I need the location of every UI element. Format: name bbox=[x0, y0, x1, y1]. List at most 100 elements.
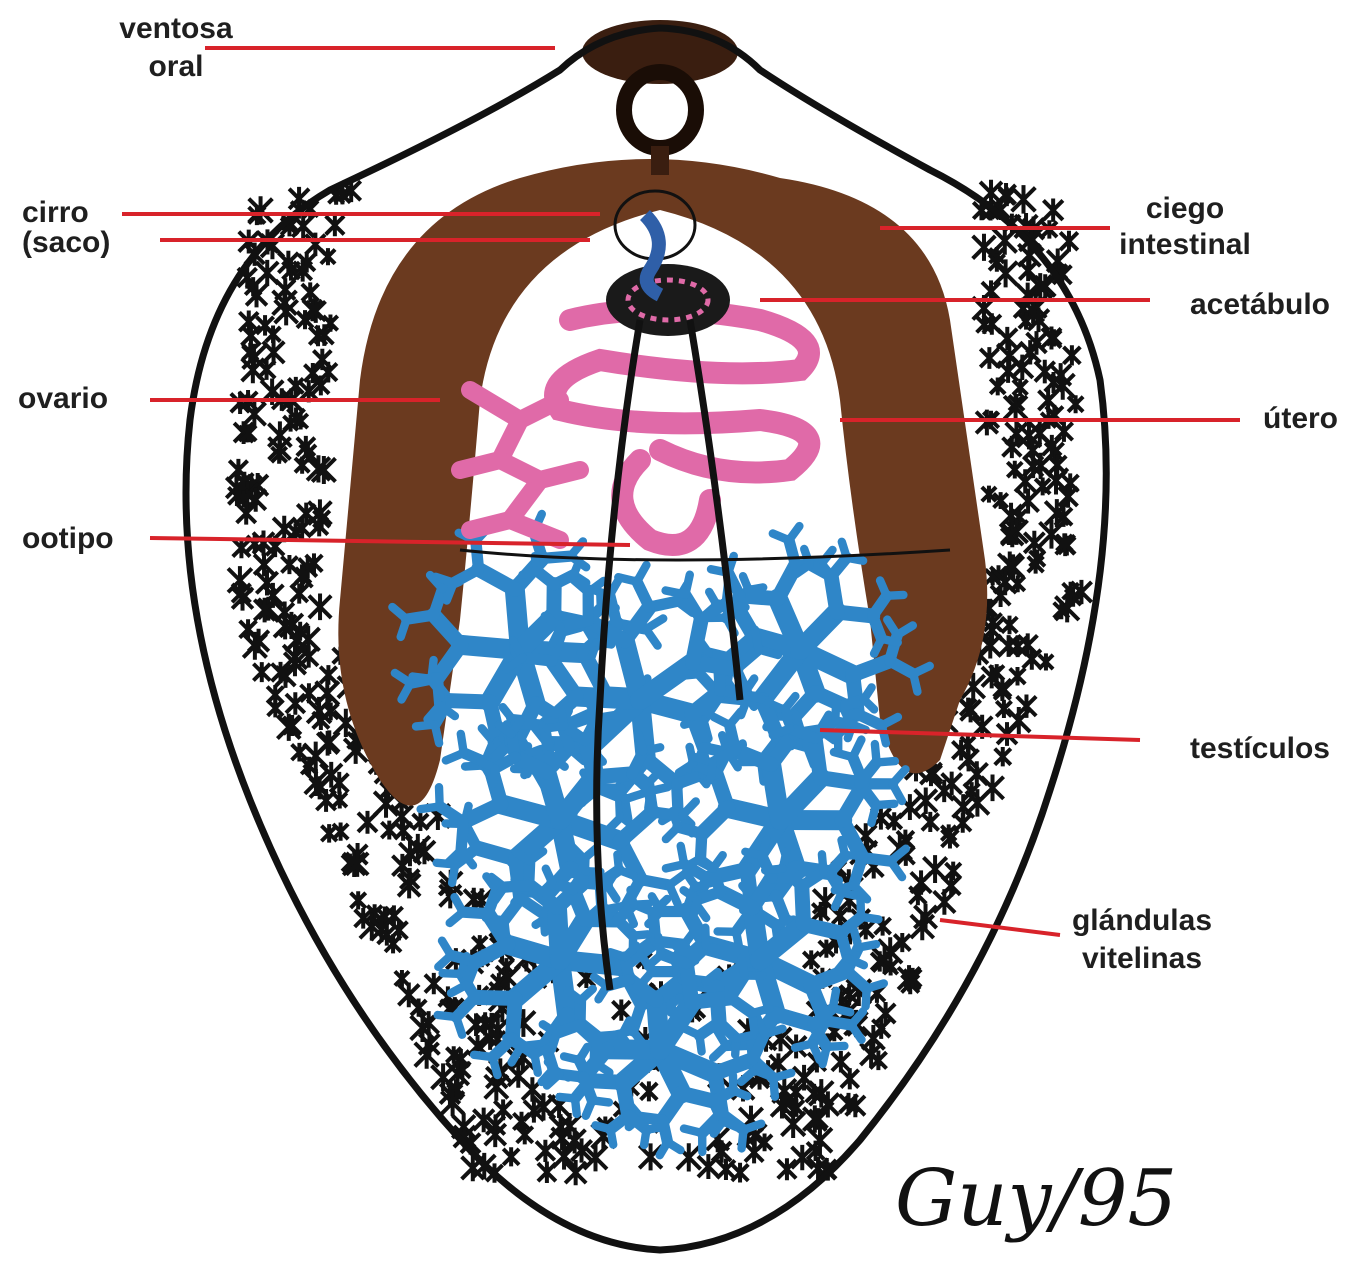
vitelline-gland-mark bbox=[268, 699, 283, 717]
vitelline-gland-mark bbox=[922, 812, 939, 832]
label-vitelinas: vitelinas bbox=[1082, 942, 1202, 975]
testis-branch bbox=[705, 928, 706, 946]
uterus bbox=[555, 310, 809, 545]
testis-branch bbox=[443, 973, 462, 974]
vitelline-gland-mark bbox=[246, 283, 267, 308]
testis-branch bbox=[822, 854, 824, 872]
testis-branch bbox=[693, 620, 702, 663]
testis-branch bbox=[446, 753, 464, 761]
vitelline-gland-mark bbox=[732, 1163, 748, 1183]
testis-branch bbox=[625, 793, 644, 799]
testis-branch bbox=[740, 596, 778, 599]
testis-branch bbox=[666, 591, 686, 595]
vitelline-gland-mark bbox=[641, 1081, 658, 1101]
vitelline-gland-mark bbox=[237, 502, 256, 525]
testis-branch bbox=[682, 801, 696, 816]
signature: Guy/95 bbox=[895, 1154, 1177, 1244]
testis-branch bbox=[611, 1129, 614, 1144]
vitelline-gland-mark bbox=[242, 357, 264, 384]
testis-branch bbox=[745, 852, 761, 856]
vitelline-gland-mark bbox=[995, 747, 1011, 766]
testis-branch bbox=[637, 582, 649, 608]
vitelline-gland-mark bbox=[832, 1051, 850, 1073]
label-ventosa: ventosa bbox=[119, 12, 233, 45]
vitelline-gland-mark bbox=[1013, 379, 1028, 396]
testis-branch bbox=[401, 619, 407, 637]
vitelline-gland-mark bbox=[910, 885, 927, 905]
vitelline-gland-mark bbox=[291, 583, 308, 603]
testis-branch bbox=[834, 752, 853, 757]
vitelline-gland-mark bbox=[536, 1140, 555, 1162]
vitelline-gland-mark bbox=[1012, 185, 1036, 213]
testis-branch bbox=[864, 687, 872, 699]
testis-branch bbox=[647, 1127, 662, 1129]
testis-branch bbox=[842, 893, 857, 896]
testis-branch bbox=[723, 1121, 737, 1127]
testis-branch bbox=[618, 577, 637, 582]
testis-branch bbox=[693, 900, 697, 916]
vitelline-gland-mark bbox=[803, 1105, 826, 1132]
vitelline-gland-mark bbox=[934, 889, 955, 915]
vitelline-gland-mark bbox=[1023, 648, 1041, 670]
testis-branch bbox=[882, 639, 898, 643]
testis-branch bbox=[741, 958, 745, 976]
vitelline-gland-mark bbox=[326, 214, 344, 236]
testis-branch bbox=[450, 912, 463, 923]
testis-branch bbox=[776, 1014, 813, 1025]
vitelline-gland-mark bbox=[1010, 667, 1025, 686]
vitelline-gland-mark bbox=[286, 692, 305, 715]
testis-branch bbox=[861, 899, 862, 917]
testis-branch bbox=[552, 1033, 557, 1049]
vitelline-gland-mark bbox=[1060, 231, 1078, 252]
testis-branch bbox=[452, 864, 455, 882]
testis-branch bbox=[875, 744, 877, 762]
testis-branch bbox=[592, 1100, 609, 1102]
vitelline-gland-mark bbox=[966, 761, 987, 787]
testis-branch bbox=[867, 983, 884, 988]
testis-branch bbox=[561, 621, 589, 627]
testis-branch bbox=[651, 787, 668, 791]
testis-branch bbox=[765, 869, 783, 871]
vitelline-gland-mark bbox=[1043, 198, 1063, 221]
vitelline-gland-mark bbox=[503, 1147, 519, 1166]
vitelline-gland-mark bbox=[321, 248, 335, 265]
label-saco: (saco) bbox=[22, 226, 110, 259]
vitelline-gland-mark bbox=[841, 1068, 859, 1089]
vitelline-gland-mark bbox=[351, 891, 366, 909]
testis-branch bbox=[743, 576, 749, 590]
testis-branch bbox=[713, 1046, 726, 1058]
vitelline-gland-mark bbox=[1015, 469, 1035, 493]
testis-branch bbox=[493, 1057, 498, 1075]
vitelline-gland-mark bbox=[990, 377, 1005, 395]
testis-branch bbox=[512, 998, 515, 1038]
testis-branch bbox=[833, 991, 836, 1008]
testis-branch bbox=[421, 806, 440, 809]
vitelline-gland-mark bbox=[1063, 345, 1080, 365]
vitelline-gland-mark bbox=[803, 950, 819, 969]
testis-branch bbox=[686, 964, 691, 1003]
testis-branch bbox=[835, 702, 836, 720]
testis-branch bbox=[893, 769, 906, 784]
vitelline-gland-mark bbox=[1002, 616, 1018, 635]
testis-branch bbox=[575, 1098, 577, 1114]
vitelline-gland-mark bbox=[1039, 653, 1053, 670]
testis-branch bbox=[668, 1142, 681, 1150]
testis-branch bbox=[827, 1046, 845, 1047]
vitelline-gland-mark bbox=[980, 347, 998, 369]
testis-branch bbox=[736, 1035, 752, 1038]
testis-branch bbox=[639, 735, 644, 752]
vitelline-gland-mark bbox=[717, 1159, 735, 1180]
vitelline-gland-mark bbox=[316, 789, 335, 812]
vitelline-gland-mark bbox=[517, 1125, 533, 1144]
acetabulum bbox=[606, 264, 730, 336]
testis-branch bbox=[744, 1124, 762, 1130]
testis-branch bbox=[523, 571, 538, 575]
testis-branch bbox=[560, 777, 594, 820]
testis-branch bbox=[631, 890, 634, 905]
testis-branch bbox=[862, 858, 891, 862]
testis-branch bbox=[435, 725, 439, 744]
vitelline-gland-mark bbox=[698, 1154, 719, 1179]
testis-branch bbox=[580, 858, 586, 872]
testis-branch bbox=[773, 534, 789, 541]
